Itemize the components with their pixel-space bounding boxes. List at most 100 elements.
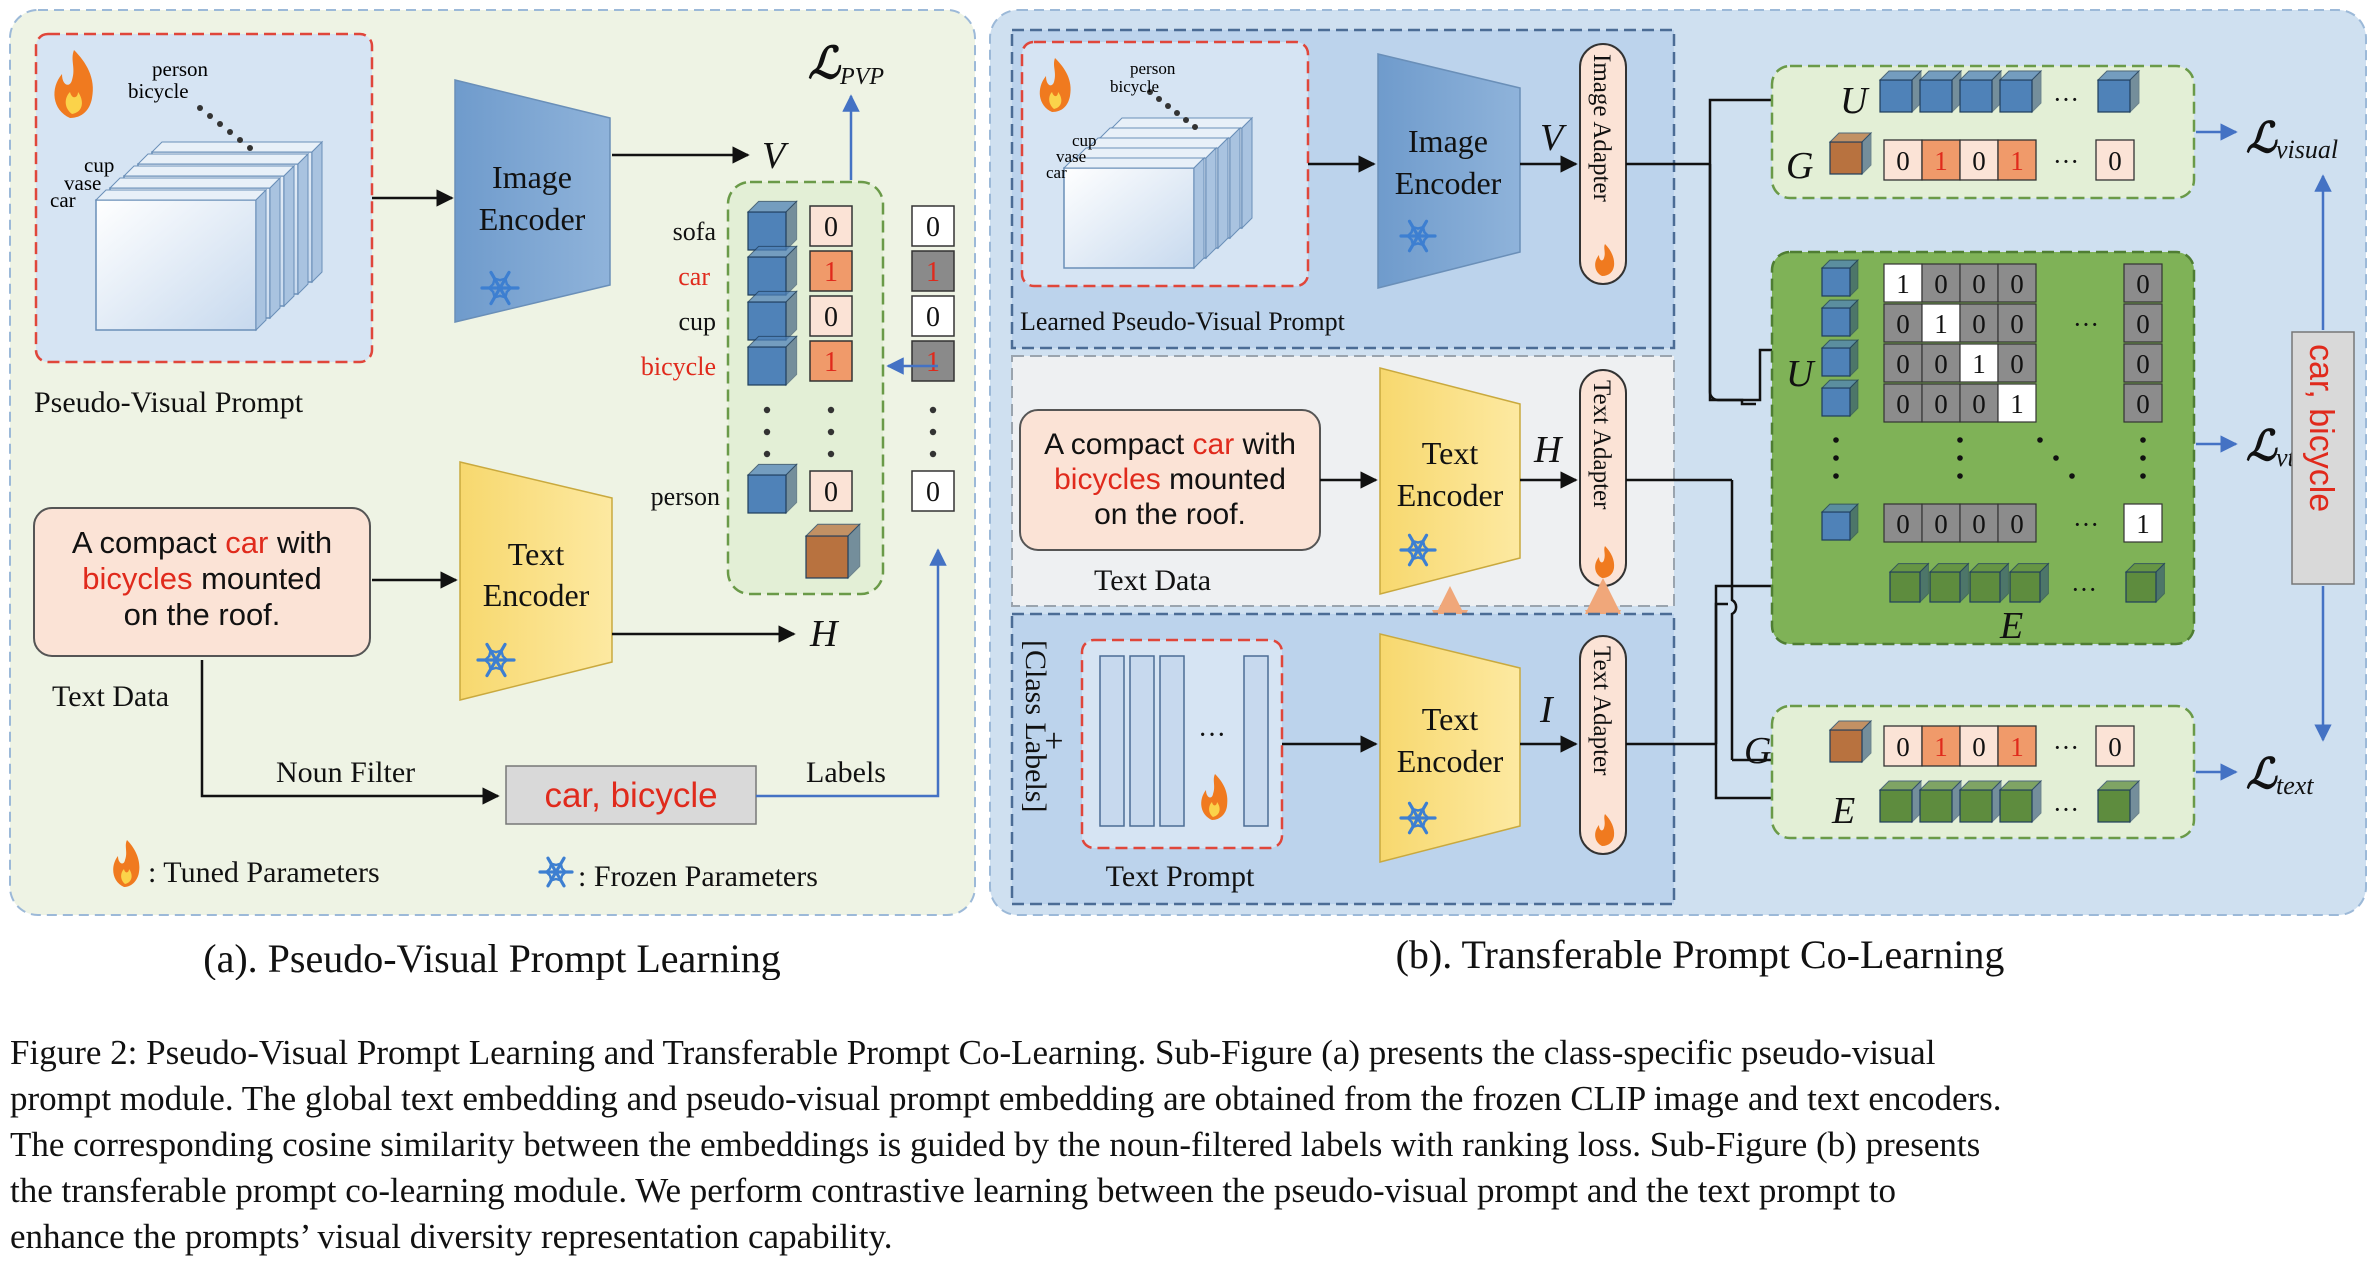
score-cell [809,340,853,382]
pvp-label: Pseudo-Visual Prompt [34,386,304,419]
score-cell [809,205,853,247]
stack-label-bicycle: bicycle [1110,77,1159,96]
embedding-cube [1821,307,1851,337]
h-symbol-b: H [1533,429,1564,471]
flame-icon [54,50,93,118]
snowflake-stroke [504,277,509,286]
caption-line: Figure 2: Pseudo-Visual Prompt Learning … [10,1033,1936,1072]
matrix-cell [1921,343,1961,383]
text-adapter-1-label: Text Adapter [1588,380,1615,510]
label-value: 0 [926,302,940,333]
label-value: 0 [926,477,940,508]
matrix-cell [1883,343,1923,383]
arrow-noun-filter [200,660,500,805]
loss-text-subscript: text [2276,771,2314,800]
matrix-dot [2140,437,2146,443]
e-symbol-mid: E [1999,605,2023,647]
prompt-token-bar [1243,655,1269,827]
column-dot [763,406,771,414]
matrix-cell [1997,303,2037,343]
text-encoder-b1-line2: Encoder [1397,477,1504,513]
snowflake-icon [1399,219,1437,253]
g-symbol-bottom: G [1744,730,1771,772]
score-value: 1 [824,257,838,288]
e-embedding-row-bottom: ··· [1878,779,2141,824]
matrix-dot [1957,473,1963,479]
snowflake-icon [1399,801,1437,835]
embedding-cube [2097,79,2131,113]
embedding-cube [1889,571,1921,603]
e-symbol-bottom: E [1831,790,1855,832]
matrix-value: 1 [1934,309,1948,339]
flame-icon [1039,58,1071,112]
score-value: 0 [824,302,838,333]
stack-label-car: car [50,188,76,212]
matrix-value: 0 [1896,389,1910,419]
prompt-card-side [1241,116,1253,230]
image-encoder-b-line1: Image [1408,123,1488,159]
snowflake-icon [476,642,516,678]
label-value: 0 [1896,732,1910,762]
stack-label-person: person [1130,59,1176,78]
global-cube-side [1861,131,1872,176]
embedding-cube [1879,79,1913,113]
matrix-dot [1833,437,1839,443]
embedding-cube [1999,79,2033,113]
embedding-cube-side [2129,69,2140,114]
label-value: 0 [1972,732,1986,762]
plus-sign: + [1044,723,1063,760]
loss-vtc-symbol: ℒ [2246,424,2278,470]
column-dot [929,406,937,414]
prompt-card-side [311,140,323,284]
column-dot [763,450,771,458]
caption-line: the transferable prompt co-learning modu… [10,1171,1896,1210]
class-name: sofa [673,217,717,246]
flame-icon [1201,774,1228,820]
pvp-stack-labels: person bicycle cup vase car [50,57,208,212]
prompt-card-top [108,177,282,189]
matrix-cell [1997,263,2037,303]
matrix-value: 1 [1972,349,1986,379]
snowflake-stroke [1410,820,1415,829]
text-encoder-b2 [1379,633,1521,863]
embedding-cube [1959,79,1993,113]
column-dot [929,450,937,458]
g-e-box [1770,704,2196,840]
matrix-dot [2053,455,2059,461]
snowflake-icon [538,856,574,888]
prompt-token-bar [1159,655,1185,827]
embedding-cube-side [1999,562,2009,604]
text-encoder-b1-line1: Text [1422,435,1479,471]
h-symbol-a: H [809,613,840,655]
vtc-matrix-box [1770,250,2196,646]
prompt-card-side [297,152,309,296]
prompt-card-side [1229,126,1241,240]
score-value: 1 [824,347,838,378]
row-ellipsis: ··· [2053,795,2079,824]
v-symbol-b: V [1540,117,1567,159]
caption-line: prompt module. The global text embedding… [10,1079,2002,1118]
v-symbol-a: V [762,135,789,177]
row-ellipsis: ··· [2073,510,2099,539]
matrix-value: 0 [1972,509,1986,539]
embedding-cube-side [1959,562,1969,604]
embedding-cube [2125,571,2157,603]
matrix-cell [2123,303,2163,343]
stack-dot [227,129,233,135]
matrix-value: 0 [1896,349,1910,379]
prompt-card-side [255,188,267,332]
side-labels-box [2291,331,2355,585]
flame-icon [113,840,140,887]
matrix-value: 0 [1934,509,1948,539]
pvp-card-stack [94,105,324,332]
label-cell [1883,725,1923,767]
snowflake-stroke [1410,552,1415,561]
stack-dot [217,121,223,127]
matrix-value: 1 [1896,269,1910,299]
label-value: 1 [2010,732,2024,762]
embedding-cube [747,346,787,386]
matrix-value: 0 [1934,349,1948,379]
matrix-value: 1 [2136,509,2150,539]
text-prompt-tokens [1099,655,1269,827]
